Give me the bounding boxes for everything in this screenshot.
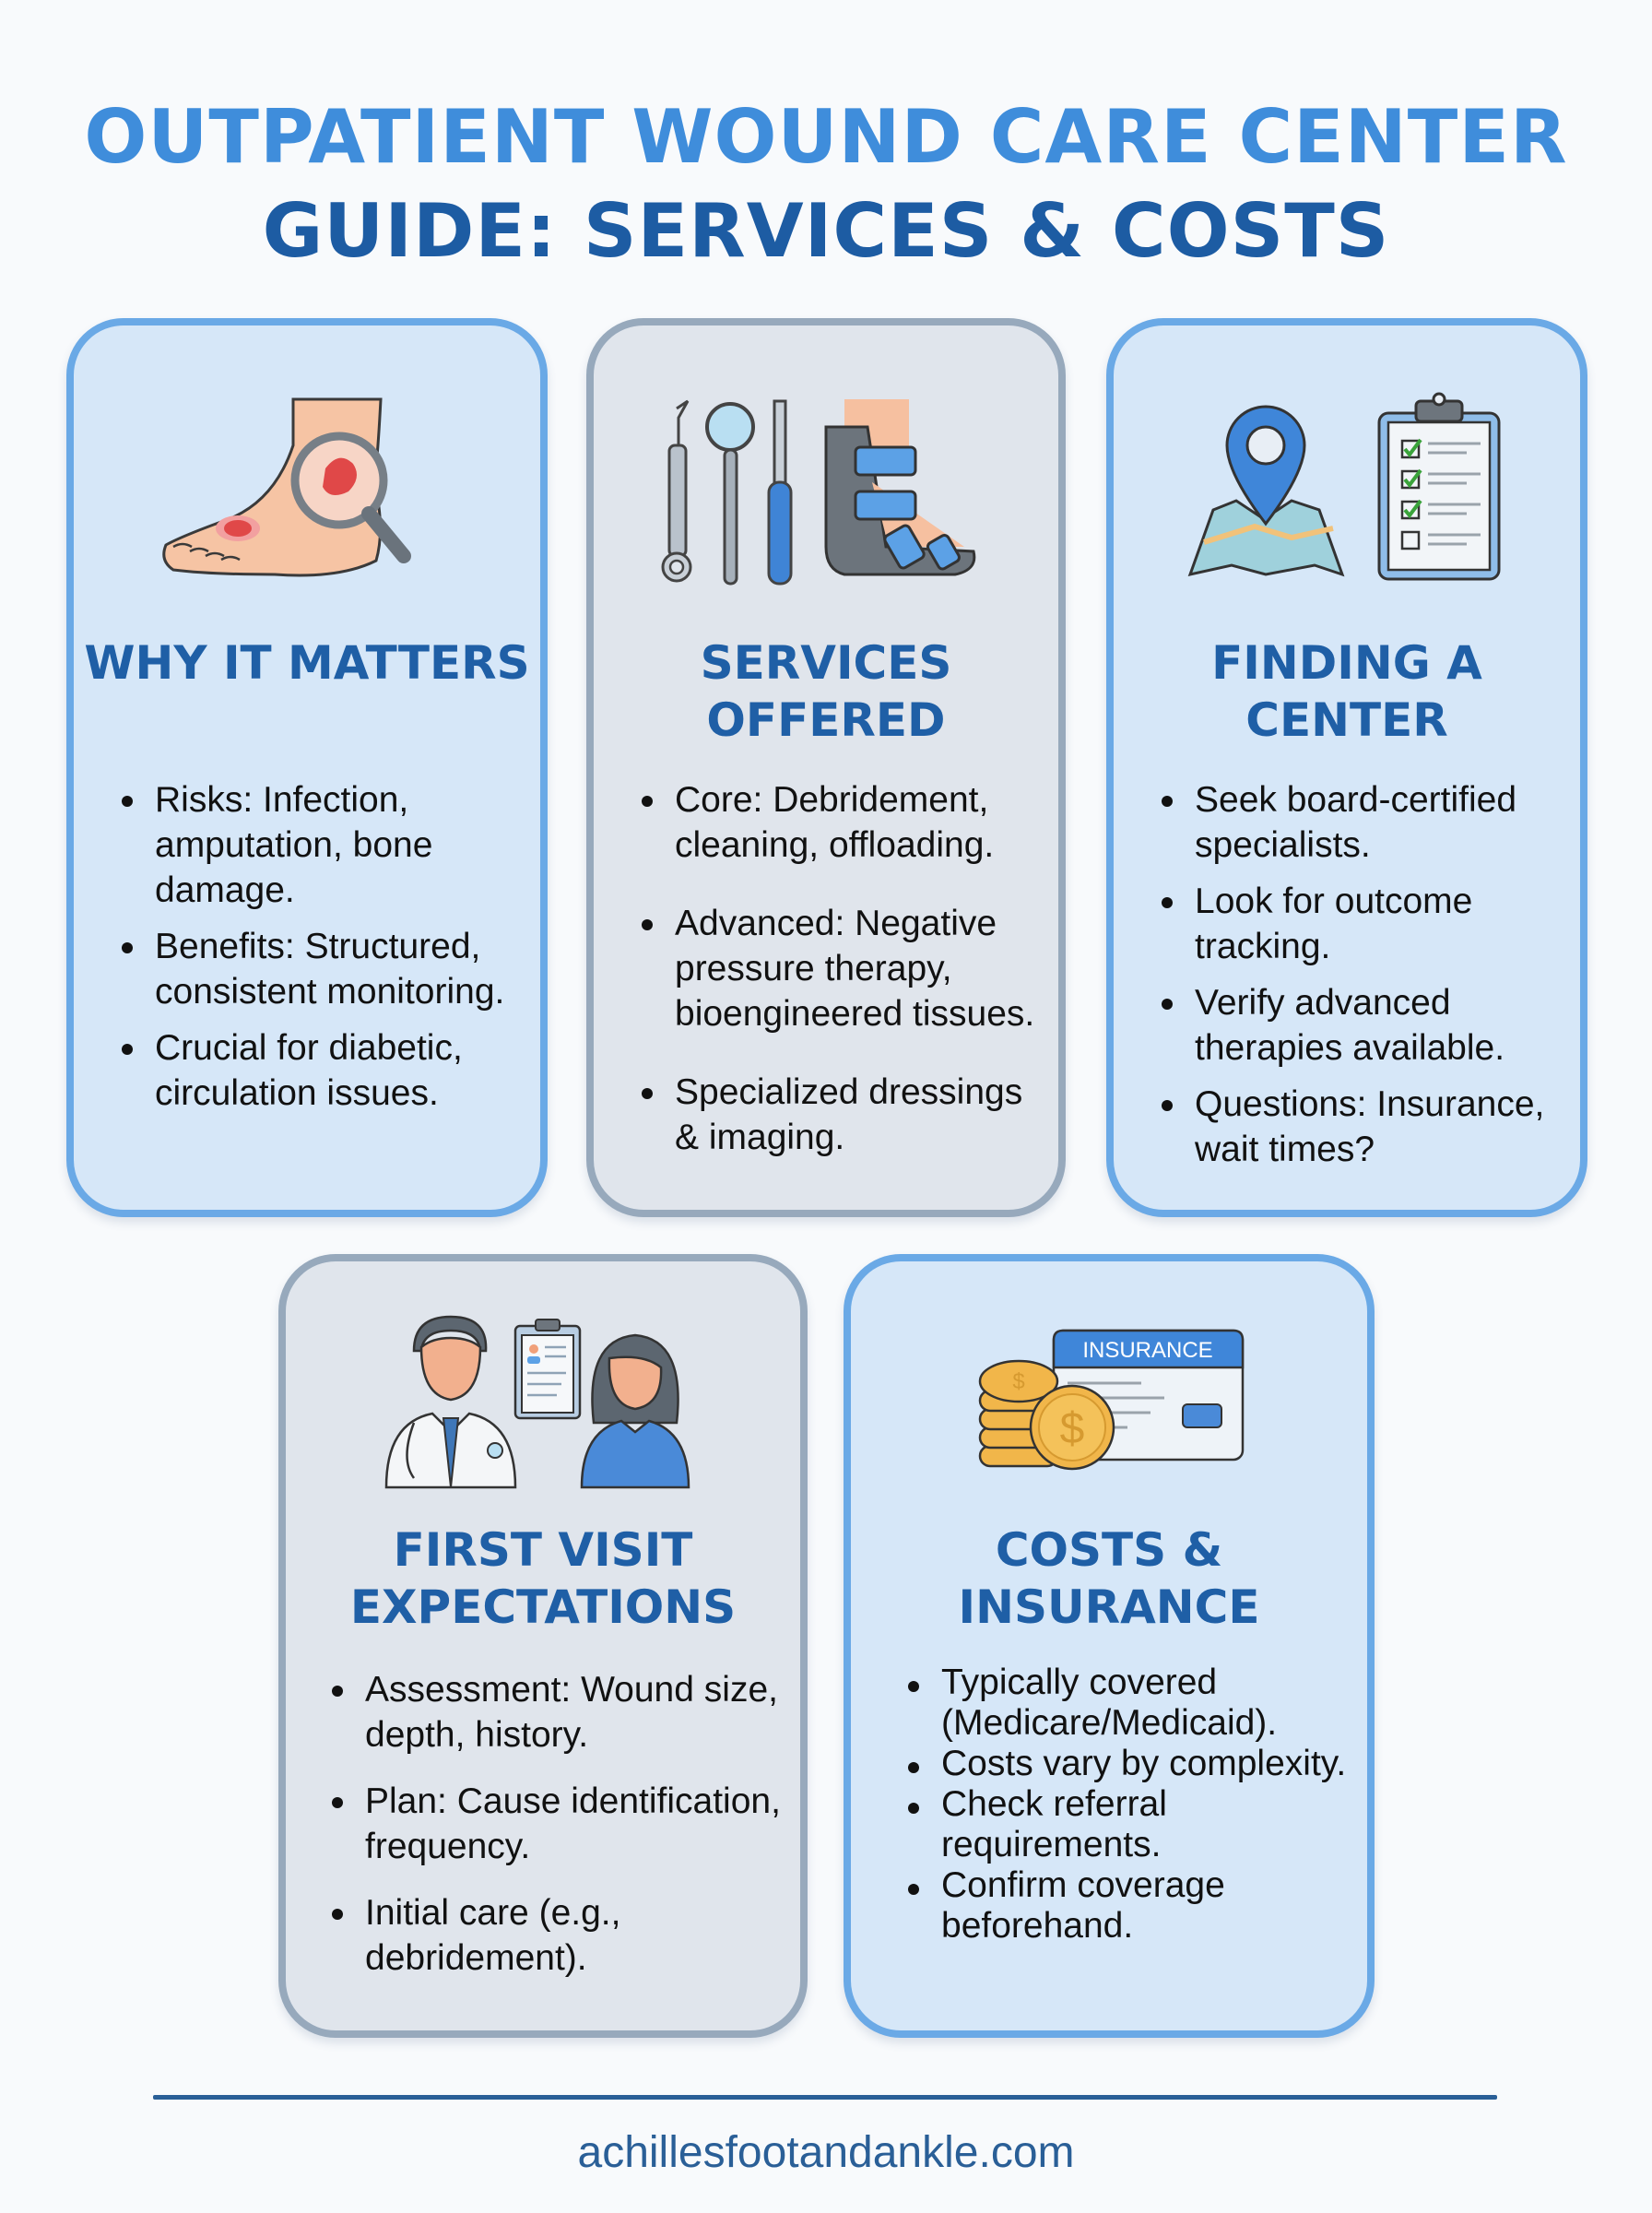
list-item: Seek board-certified specialists. <box>1160 777 1562 868</box>
coins-insurance-card-icon: INSURANCE $ $ <box>851 1317 1367 1492</box>
bullet-list: Assessment: Wound size, depth, history. … <box>330 1667 791 2002</box>
doctor-patient-clipboard-icon <box>286 1308 800 1501</box>
medical-tools-and-boot-icon <box>594 381 1058 611</box>
list-item: Costs vary by complexity. <box>906 1744 1349 1784</box>
list-item: Typically covered (Medicare/Medicaid). <box>906 1663 1349 1744</box>
card-costs-insurance: INSURANCE $ $ COSTS & INSURANCE Typicall… <box>844 1254 1375 2038</box>
bullet-list: Typically covered (Medicare/Medicaid). C… <box>906 1663 1349 1947</box>
page-title: OUTPATIENT WOUND CARE CENTER GUIDE: SERV… <box>0 91 1652 278</box>
list-item: Check referral requirements. <box>906 1784 1349 1865</box>
card-first-visit-expectations: FIRST VISIT EXPECTATIONS Assessment: Wou… <box>278 1254 808 2038</box>
list-item: Specialized dressings & imaging. <box>640 1070 1040 1160</box>
card-title: FINDING A CENTER <box>1211 636 1482 747</box>
list-item: Questions: Insurance, wait times? <box>1160 1082 1562 1172</box>
title-line-2: GUIDE: SERVICES & COSTS <box>262 188 1390 275</box>
bullet-list: Core: Debridement, cleaning, offloading.… <box>640 777 1040 1193</box>
list-item: Advanced: Negative pressure therapy, bio… <box>640 901 1040 1036</box>
list-item: Confirm coverage beforehand. <box>906 1865 1349 1947</box>
bullet-list: Risks: Infection, amputation, bone damag… <box>120 777 522 1127</box>
list-item: Verify advanced therapies available. <box>1160 980 1562 1071</box>
foot-wound-magnifier-icon <box>74 381 540 611</box>
card-finding-a-center: FINDING A CENTER Seek board-certified sp… <box>1106 318 1587 1217</box>
card-services-offered: SERVICES OFFERED Core: Debridement, clea… <box>586 318 1066 1217</box>
list-item: Initial care (e.g., debridement). <box>330 1890 791 1981</box>
list-item: Core: Debridement, cleaning, offloading. <box>640 777 1040 868</box>
list-item: Crucial for diabetic, circulation issues… <box>120 1025 522 1116</box>
card-title: COSTS & INSURANCE <box>958 1523 1260 1634</box>
card-title: FIRST VISIT EXPECTATIONS <box>349 1523 737 1634</box>
card-title: WHY IT MATTERS <box>84 636 530 690</box>
map-pin-and-checklist-icon <box>1114 381 1580 611</box>
insurance-card-label: INSURANCE <box>1082 1338 1212 1363</box>
list-item: Benefits: Structured, consistent monitor… <box>120 924 522 1014</box>
svg-text:$: $ <box>1012 1369 1024 1394</box>
bullet-list: Seek board-certified specialists. Look f… <box>1160 777 1562 1183</box>
card-why-it-matters: WHY IT MATTERS Risks: Infection, amputat… <box>66 318 548 1217</box>
list-item: Look for outcome tracking. <box>1160 879 1562 969</box>
list-item: Risks: Infection, amputation, bone damag… <box>120 777 522 913</box>
svg-text:$: $ <box>1060 1404 1085 1453</box>
footer-divider <box>153 2095 1497 2100</box>
list-item: Assessment: Wound size, depth, history. <box>330 1667 791 1757</box>
website-link[interactable]: achillesfootandankle.com <box>577 2128 1075 2177</box>
title-line-1: OUTPATIENT WOUND CARE CENTER <box>84 94 1568 181</box>
list-item: Plan: Cause identification, frequency. <box>330 1779 791 1869</box>
card-title: SERVICES OFFERED <box>700 636 952 747</box>
